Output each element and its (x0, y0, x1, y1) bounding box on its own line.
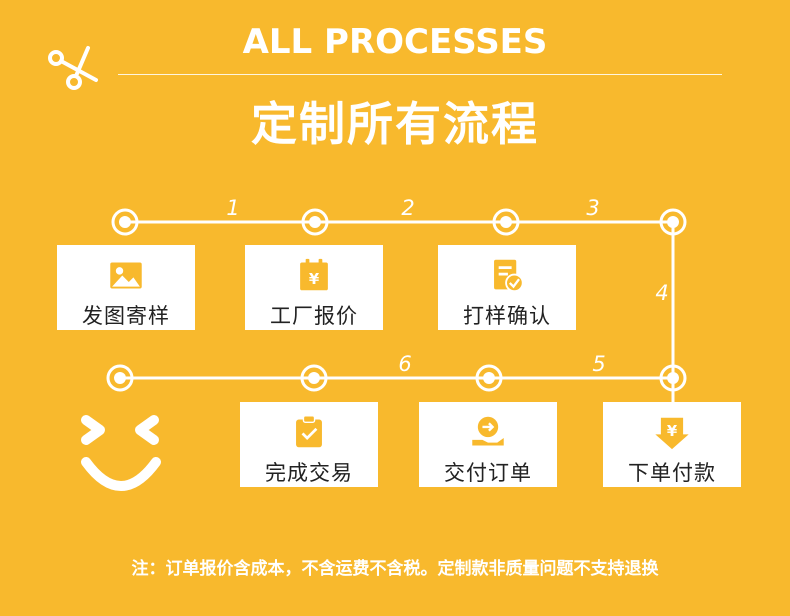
track-node (106, 364, 134, 392)
track-node (659, 208, 687, 236)
svg-text:¥: ¥ (309, 271, 320, 288)
step-card-sample-confirm: 打样确认 (438, 245, 576, 330)
page-title: 定制所有流程 (251, 97, 539, 151)
image-icon (110, 262, 142, 289)
yen-download-icon: ¥ (655, 417, 689, 450)
step-label: 发图寄样 (82, 304, 170, 328)
title-divider (118, 74, 722, 75)
track-node (300, 364, 328, 392)
step-number-2: 2 (401, 196, 415, 220)
track-nodes (106, 208, 687, 392)
smiley-face-icon (81, 415, 161, 491)
step-label: 打样确认 (463, 304, 551, 328)
clipboard-check-icon (296, 415, 322, 448)
step-card-deliver-order: 交付订单 (419, 402, 557, 487)
step-number-5: 5 (592, 352, 606, 376)
svg-text:¥: ¥ (667, 423, 678, 440)
step-label: 下单付款 (628, 461, 716, 485)
step-number-4: 4 (655, 281, 669, 305)
step-card-complete-deal: 完成交易 (240, 402, 378, 487)
step-card-send-image: 发图寄样 (57, 245, 195, 330)
step-card-factory-quote: ¥ 工厂报价 (245, 245, 383, 330)
footer-note: 注：订单报价含成本，不含运费不含税。定制款非质量问题不支持退换 (131, 559, 659, 579)
track-node (111, 208, 139, 236)
step-number-3: 3 (586, 196, 600, 220)
step-label: 完成交易 (265, 461, 353, 485)
step-label: 工厂报价 (270, 304, 358, 328)
track-node (301, 208, 329, 236)
track-node (492, 208, 520, 236)
checked-document-icon (494, 259, 524, 293)
hand-arrow-icon (472, 416, 504, 446)
step-card-order-payment: ¥ 下单付款 (603, 402, 741, 487)
step-number-6: 6 (398, 352, 412, 376)
track-node (475, 364, 503, 392)
step-number-1: 1 (226, 196, 240, 220)
page-title-en: ALL PROCESSES (242, 22, 548, 62)
scissors-icon (48, 46, 98, 90)
step-label: 交付订单 (444, 461, 532, 485)
track-node (659, 364, 687, 392)
price-calendar-icon: ¥ (300, 258, 328, 291)
